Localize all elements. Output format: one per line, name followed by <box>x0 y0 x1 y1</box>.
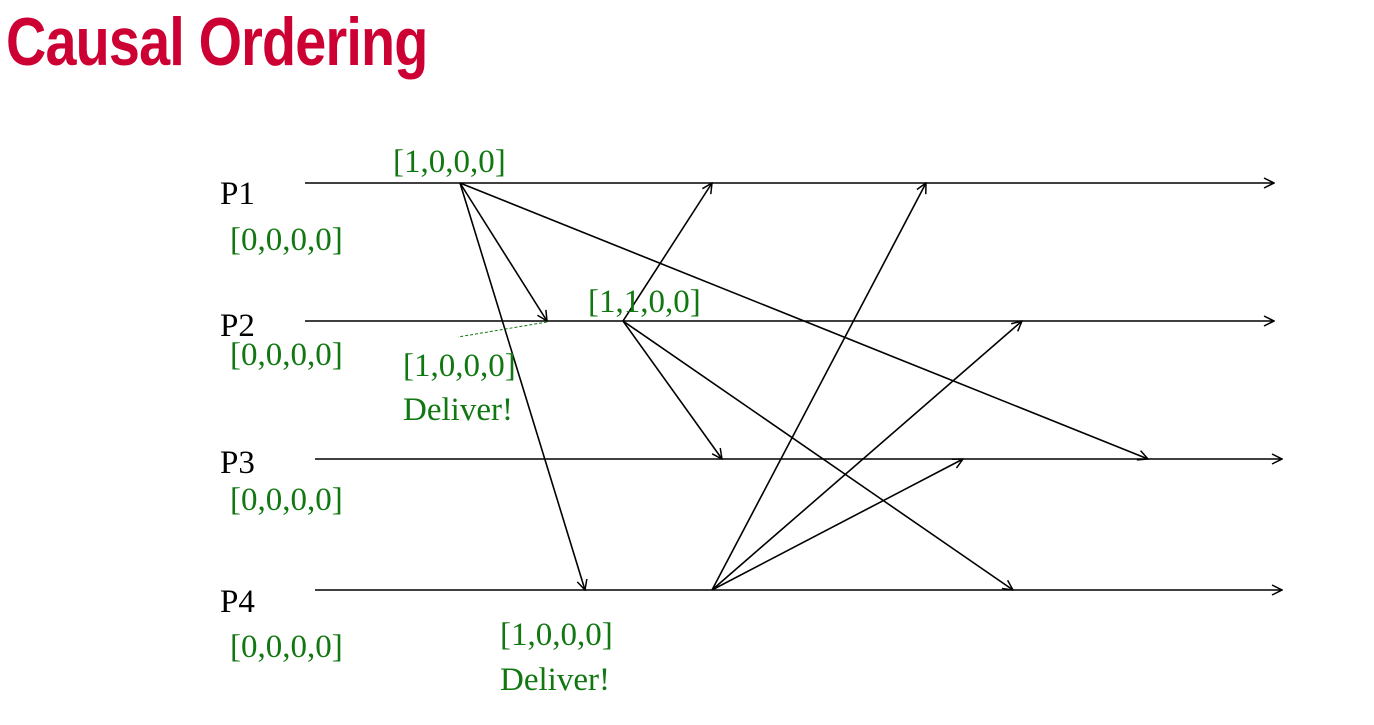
p2-receive-status: Deliver! <box>403 392 513 428</box>
process-label-p1: P1 <box>220 176 255 212</box>
initial-clock-p1: [0,0,0,0] <box>230 222 343 258</box>
message-p4-to-p1 <box>711 183 926 591</box>
message-p4-to-p3 <box>711 459 963 591</box>
message-p1-to-p3 <box>459 182 1148 459</box>
p2-receive-clock: [1,0,0,0] <box>403 348 516 384</box>
p4-receive-clock: [1,0,0,0] <box>500 617 613 653</box>
message-p1-to-p4 <box>459 182 585 590</box>
p2-send-clock: [1,1,0,0] <box>588 284 701 320</box>
slide-title: Causal Ordering <box>6 4 428 80</box>
initial-clock-p4: [0,0,0,0] <box>230 629 343 665</box>
message-p2-to-p3 <box>622 320 722 459</box>
message-p4-to-p2 <box>711 321 1022 591</box>
p4-receive-status: Deliver! <box>500 662 610 698</box>
message-p1-to-p2 <box>459 182 547 321</box>
process-label-p4: P4 <box>220 584 255 620</box>
message-p2-to-p1 <box>622 183 712 322</box>
message-p2-to-p4 <box>622 320 1013 590</box>
initial-clock-p2: [0,0,0,0] <box>230 337 343 373</box>
p2-receive-leader <box>457 321 548 338</box>
initial-clock-p3: [0,0,0,0] <box>230 482 343 518</box>
p1-send-clock: [1,0,0,0] <box>393 144 506 180</box>
process-label-p2: P2 <box>220 308 255 344</box>
process-label-p3: P3 <box>220 445 255 481</box>
